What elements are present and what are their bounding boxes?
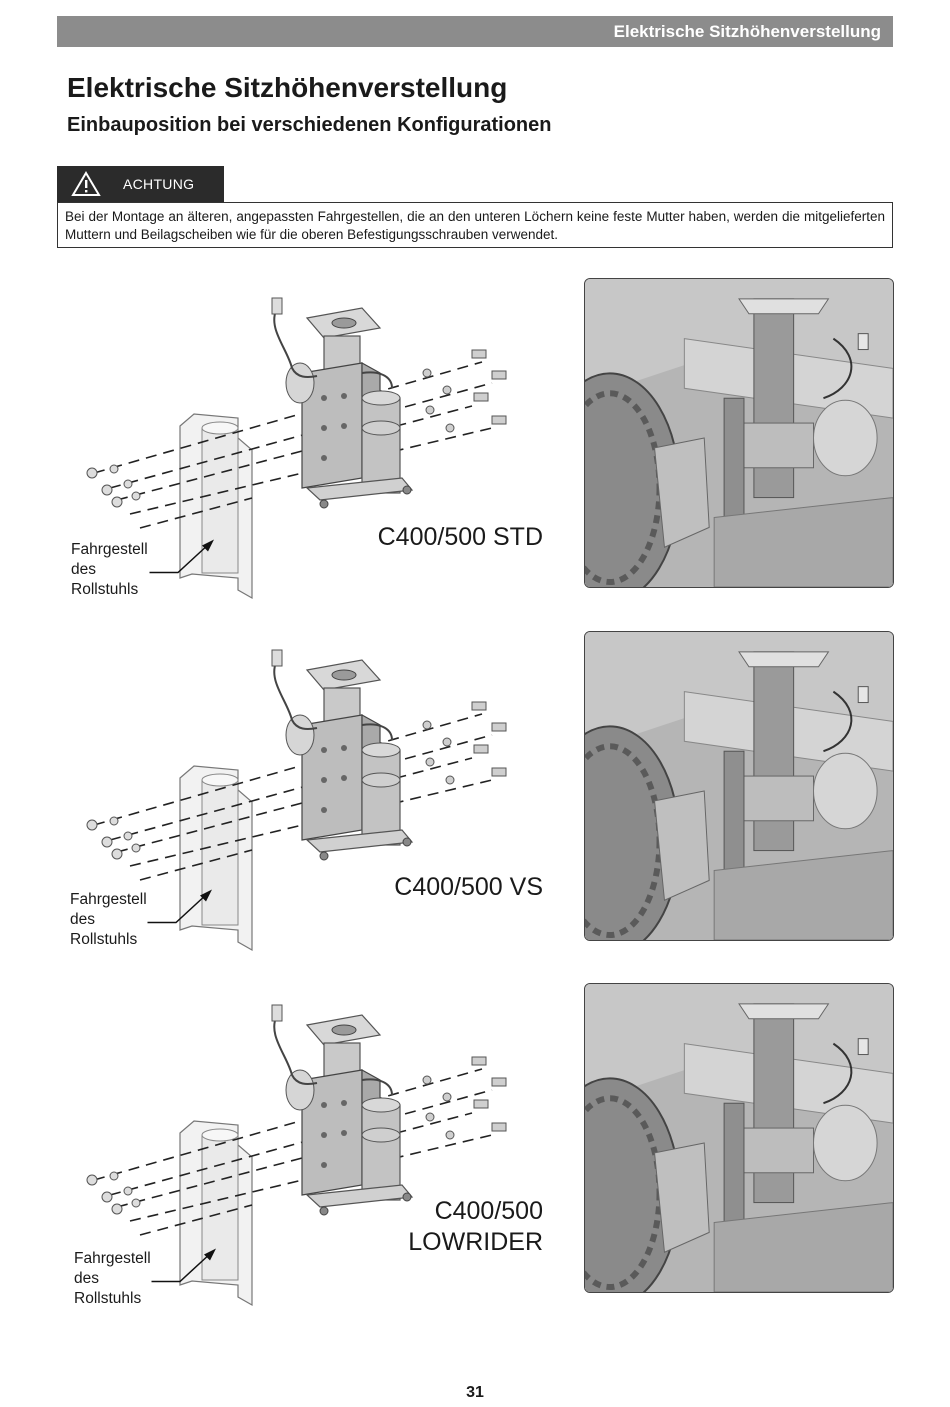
callout-chassis-lowrider: Fahrgestell des Rollstuhls (74, 1250, 151, 1307)
section-header-title: Elektrische Sitzhöhenverstellung (613, 21, 881, 41)
warning-triangle-icon (71, 171, 101, 196)
chassis-photo-lowrider (584, 983, 894, 1293)
section-header-bar: Elektrische Sitzhöhenverstellung (57, 16, 893, 47)
warning-label: ACHTUNG (57, 166, 224, 202)
page-subtitle: Einbauposition bei verschiedenen Konfigu… (67, 114, 552, 136)
chassis-photo-std (584, 278, 894, 588)
model-label-vs: C400/500 VS (394, 873, 543, 901)
callout-chassis-std: Fahrgestell des Rollstuhls (71, 541, 148, 598)
model-label-std: C400/500 STD (377, 523, 543, 551)
chassis-photo-vs (584, 631, 894, 941)
warning-label-text: ACHTUNG (123, 176, 195, 192)
callout-chassis-vs: Fahrgestell des Rollstuhls (70, 891, 147, 948)
callout-arrow-std (148, 535, 223, 580)
warning-text: Bei der Montage an älteren, angepassten … (57, 202, 893, 248)
model-label-lowrider: C400/500 LOWRIDER (408, 1197, 543, 1256)
callout-arrow-vs (146, 885, 221, 930)
callout-arrow-lowrider (150, 1244, 225, 1289)
page-number: 31 (466, 1384, 484, 1401)
page-title: Elektrische Sitzhöhenverstellung (67, 72, 508, 103)
